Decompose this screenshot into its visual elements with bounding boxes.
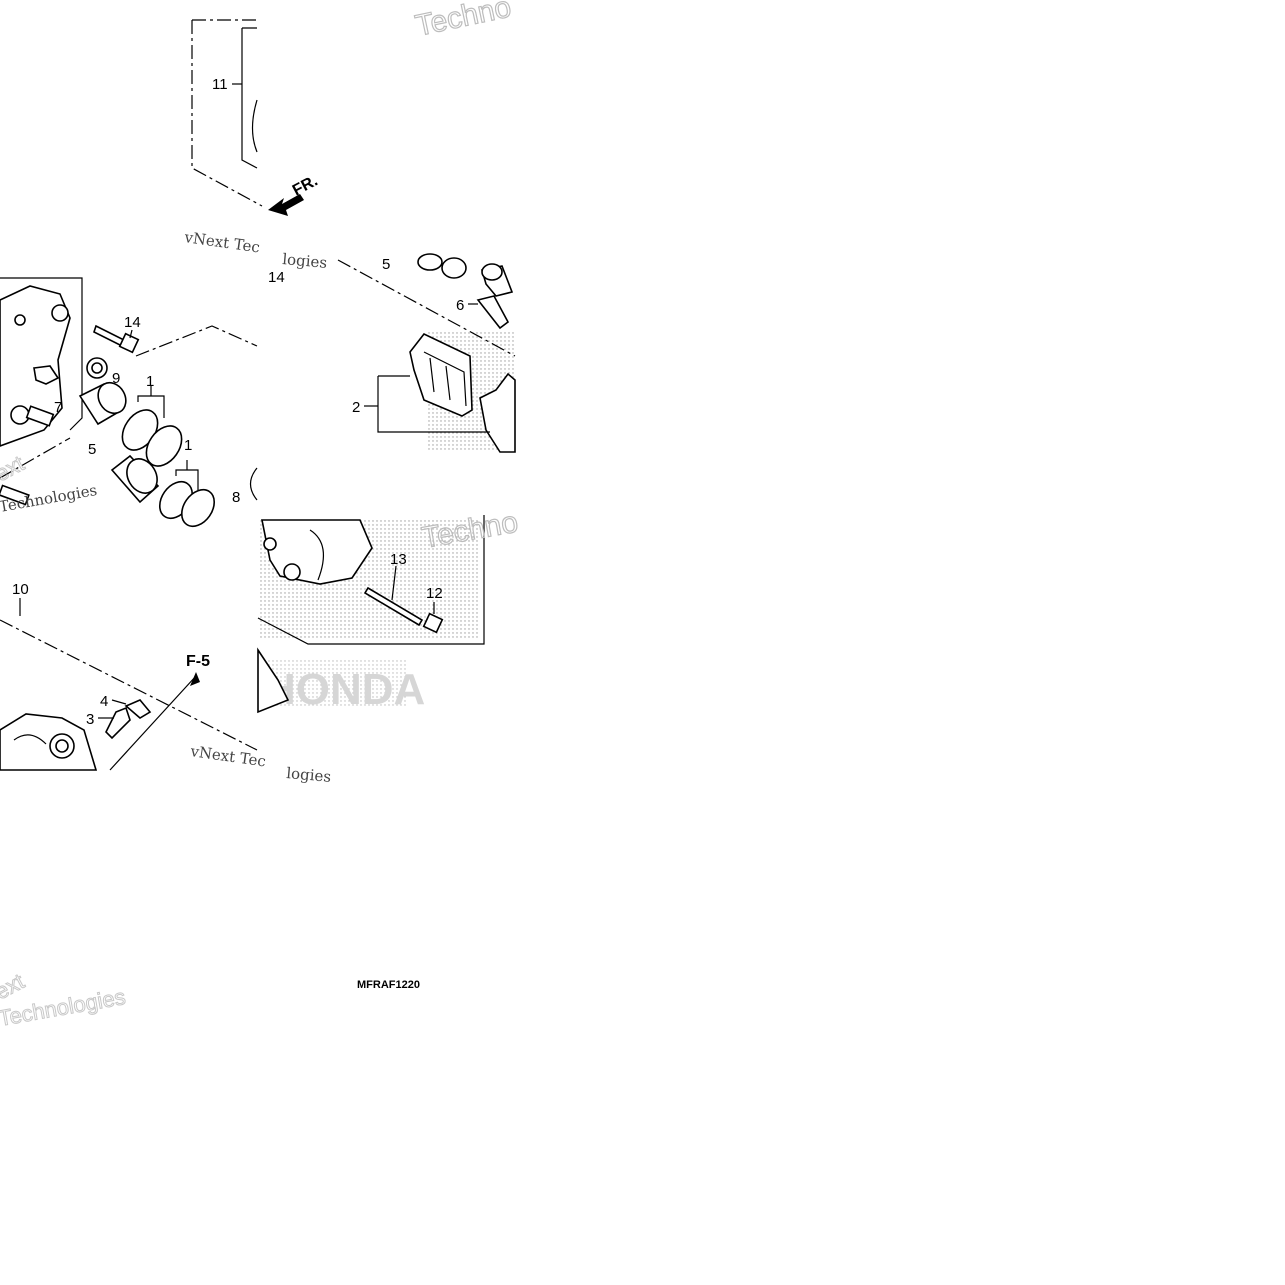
watermark-ext-1: ext bbox=[0, 451, 28, 487]
callout-13: 13 bbox=[390, 551, 407, 568]
watermark-vnext-1: vNext Tec bbox=[182, 228, 261, 257]
watermark-logies-1: logies bbox=[282, 250, 328, 272]
tile-top: 11 FR. Techno bbox=[191, 0, 515, 216]
direction-label: FR. bbox=[290, 172, 321, 199]
callout-3: 3 bbox=[86, 711, 94, 728]
pin-cap-12 bbox=[422, 612, 444, 634]
tile-bleeder: 10 F-5 4 3 bbox=[0, 581, 258, 771]
drawing-code: MFRAF1220 bbox=[357, 979, 420, 991]
callout-12: 12 bbox=[426, 585, 443, 602]
callout-2: 2 bbox=[352, 399, 360, 416]
callout-6: 6 bbox=[456, 297, 464, 314]
group-boundary-top bbox=[191, 19, 263, 207]
callout-5b: 5 bbox=[382, 256, 390, 273]
callout-7: 7 bbox=[54, 399, 62, 416]
pin-bolt-13 bbox=[363, 586, 424, 627]
tile-caliper-bracket: 7 14 9 5 1 1 8 bbox=[0, 277, 258, 528]
watermark-technologies-top: Techno bbox=[413, 0, 514, 43]
callout-4: 4 bbox=[100, 693, 108, 710]
pad-clip-6 bbox=[476, 295, 510, 330]
tile-caliper-body: Techno 13 12 HONDA bbox=[257, 505, 521, 714]
pad-spring bbox=[33, 365, 60, 385]
callout-8: 8 bbox=[232, 489, 240, 506]
bolt-14 bbox=[93, 324, 125, 348]
callout-1: 1 bbox=[146, 373, 154, 390]
brand-watermark: HONDA bbox=[264, 665, 425, 714]
tile-pads: 14 5 6 2 bbox=[268, 253, 516, 453]
bleeder-valve-3 bbox=[105, 706, 131, 740]
front-direction-arrow bbox=[268, 194, 304, 216]
watermark-logies-2: logies bbox=[286, 764, 332, 786]
bleeder-cap-4 bbox=[124, 699, 152, 719]
watermark-vnext-2: vNext Tec bbox=[188, 742, 267, 771]
callout-1b: 1 bbox=[184, 437, 192, 454]
callout-14b: 14 bbox=[268, 269, 285, 286]
reference-arrow bbox=[109, 675, 197, 771]
callout-9: 9 bbox=[112, 370, 120, 387]
reference-f5: F-5 bbox=[186, 653, 210, 670]
group-boundary-bottom bbox=[0, 619, 258, 751]
watermark-ext-2: ext bbox=[0, 969, 28, 1005]
callout-5: 5 bbox=[88, 441, 96, 458]
caliper-body-lower bbox=[0, 713, 98, 771]
callout-14: 14 bbox=[124, 314, 141, 331]
watermark-technologies-1: Technologies bbox=[0, 481, 98, 516]
callout-11: 11 bbox=[212, 76, 228, 93]
callout-10: 10 bbox=[12, 581, 29, 598]
brake-pad-set bbox=[409, 333, 473, 417]
